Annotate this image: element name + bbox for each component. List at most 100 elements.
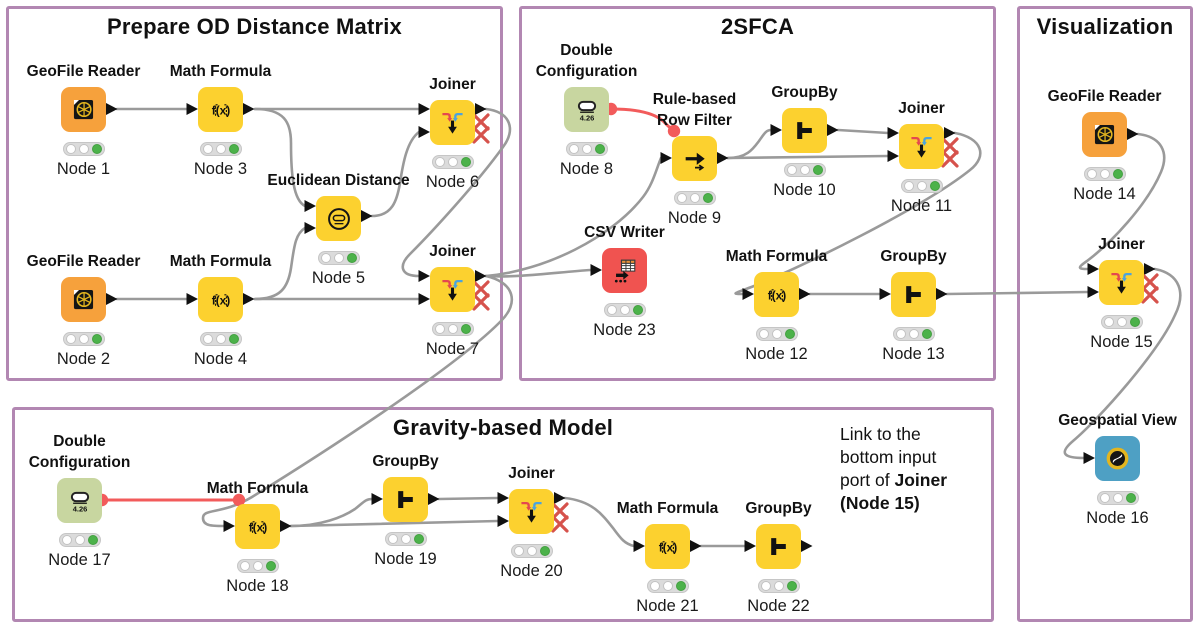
input-port-n9[interactable]	[660, 152, 673, 164]
wire-n9-n10[interactable]	[726, 128, 773, 160]
node-n3-math-formula[interactable]: f(x)	[198, 87, 243, 132]
input-port-n20[interactable]	[497, 492, 510, 504]
node-n17-double-configuration[interactable]: 4.26	[57, 478, 102, 523]
node-title-n18[interactable]: Math Formula	[206, 480, 309, 497]
node-title-n10[interactable]: GroupBy	[771, 84, 838, 101]
node-number-n3[interactable]: Node 3	[193, 160, 248, 178]
node-title-n3[interactable]: Math Formula	[169, 63, 272, 80]
input-port-n22[interactable]	[744, 540, 757, 552]
input-port-n6[interactable]	[418, 103, 431, 115]
node-n14-geofile-reader[interactable]	[1082, 112, 1127, 157]
wire-n19-n20[interactable]	[437, 496, 500, 501]
node-number-n20[interactable]: Node 20	[500, 562, 563, 580]
node-title-n1[interactable]: GeoFile Reader	[26, 63, 141, 80]
node-number-n18[interactable]: Node 18	[226, 577, 289, 595]
input-port-n10[interactable]	[770, 124, 783, 136]
node-number-n5[interactable]: Node 5	[311, 269, 366, 287]
flow-variable-port-dot[interactable]	[667, 124, 681, 138]
node-number-n12[interactable]: Node 12	[745, 345, 808, 363]
input-port-n19[interactable]	[371, 493, 384, 505]
node-title-n14[interactable]: GeoFile Reader	[1047, 88, 1162, 105]
input-port-n4[interactable]	[186, 293, 199, 305]
node-number-n2[interactable]: Node 2	[56, 350, 111, 368]
node-title-n5[interactable]: Euclidean Distance	[267, 172, 410, 189]
node-title-n13[interactable]: GroupBy	[880, 248, 947, 265]
output-port-n1[interactable]	[106, 103, 118, 115]
node-title-n12[interactable]: Math Formula	[725, 248, 828, 265]
node-n2-geofile-reader[interactable]	[61, 277, 106, 322]
node-n13-groupby[interactable]	[891, 272, 936, 317]
node-number-n17[interactable]: Node 17	[48, 551, 111, 569]
wire-n4-n5[interactable]	[253, 226, 307, 301]
node-title-n15[interactable]: Joiner	[1098, 236, 1145, 253]
output-port-n6[interactable]	[475, 103, 487, 115]
node-number-n16[interactable]: Node 16	[1086, 509, 1149, 527]
output-port-n14[interactable]	[1127, 128, 1139, 140]
input-port-n23[interactable]	[590, 264, 603, 276]
output-port-n22[interactable]	[801, 540, 813, 552]
wire-n18-n20[interactable]	[289, 519, 500, 528]
node-title-n11[interactable]: Joiner	[898, 100, 945, 117]
group-prepare-od-distance-matrix[interactable]: Prepare OD Distance Matrix	[6, 6, 503, 381]
input-port-n6[interactable]	[418, 126, 431, 138]
input-port-n16[interactable]	[1083, 452, 1096, 464]
input-port-n21[interactable]	[633, 540, 646, 552]
node-title-n4[interactable]: Math Formula	[169, 253, 272, 270]
node-number-n13[interactable]: Node 13	[882, 345, 945, 363]
group-2sfca[interactable]: 2SFCA	[519, 6, 996, 381]
input-port-n5[interactable]	[304, 200, 317, 212]
node-n8-double-configuration[interactable]: 4.26	[564, 87, 609, 132]
node-title-n23[interactable]: CSV Writer	[584, 224, 665, 241]
node-n6-joiner[interactable]	[430, 100, 475, 145]
input-port-n12[interactable]	[742, 288, 755, 300]
node-number-n22[interactable]: Node 22	[747, 597, 810, 615]
input-port-n3[interactable]	[186, 103, 199, 115]
wire-n15-n16[interactable]	[1063, 267, 1182, 460]
node-title-n22[interactable]: GroupBy	[745, 500, 812, 517]
node-number-n7[interactable]: Node 7	[425, 340, 480, 358]
group-visualization[interactable]: Visualization	[1017, 6, 1193, 622]
node-n20-joiner[interactable]	[509, 489, 554, 534]
node-title-n16[interactable]: Geospatial View	[1058, 412, 1177, 429]
output-port-n4[interactable]	[243, 293, 255, 305]
output-port-n3[interactable]	[243, 103, 255, 115]
wire-n6-n7[interactable]	[401, 107, 512, 278]
node-n19-groupby[interactable]	[383, 477, 428, 522]
node-number-n11[interactable]: Node 11	[890, 197, 953, 215]
node-number-n23[interactable]: Node 23	[593, 321, 656, 339]
node-title-n2[interactable]: GeoFile Reader	[26, 253, 141, 270]
wire-n20-n21[interactable]	[563, 496, 636, 548]
node-n18-math-formula[interactable]: f(x)	[235, 504, 280, 549]
wire-n5-n6[interactable]	[370, 130, 421, 218]
output-port-n9[interactable]	[717, 152, 729, 164]
node-number-n4[interactable]: Node 4	[193, 350, 248, 368]
input-port-n11[interactable]	[887, 150, 900, 162]
node-number-n9[interactable]: Node 9	[667, 209, 722, 227]
output-port-n12[interactable]	[799, 288, 811, 300]
output-port-n7[interactable]	[475, 270, 487, 282]
wire-n7-n18[interactable]	[201, 274, 513, 528]
node-title-n19[interactable]: GroupBy	[372, 453, 439, 470]
input-port-n7[interactable]	[418, 270, 431, 282]
input-port-n18[interactable]	[223, 520, 236, 532]
node-n4-math-formula[interactable]: f(x)	[198, 277, 243, 322]
node-number-n6[interactable]: Node 6	[425, 173, 480, 191]
node-number-n19[interactable]: Node 19	[374, 550, 437, 568]
node-number-n8[interactable]: Node 8	[559, 160, 614, 178]
node-n10-groupby[interactable]	[782, 108, 827, 153]
wire-n7-n23[interactable]	[484, 268, 593, 278]
node-title-n7[interactable]: Joiner	[429, 243, 476, 260]
node-number-n10[interactable]: Node 10	[773, 181, 836, 199]
input-port-n20[interactable]	[497, 515, 510, 527]
node-n12-math-formula[interactable]: f(x)	[754, 272, 799, 317]
wire-n13-n15[interactable]	[945, 290, 1090, 296]
node-n5-euclidean-distance[interactable]	[316, 196, 361, 241]
output-port-n11[interactable]	[944, 127, 956, 139]
node-title-n21[interactable]: Math Formula	[616, 500, 719, 517]
node-n9-rule-based-row-filter[interactable]	[672, 136, 717, 181]
output-port-n2[interactable]	[106, 293, 118, 305]
node-n16-geospatial-view[interactable]	[1095, 436, 1140, 481]
output-port-n15[interactable]	[1144, 263, 1156, 275]
